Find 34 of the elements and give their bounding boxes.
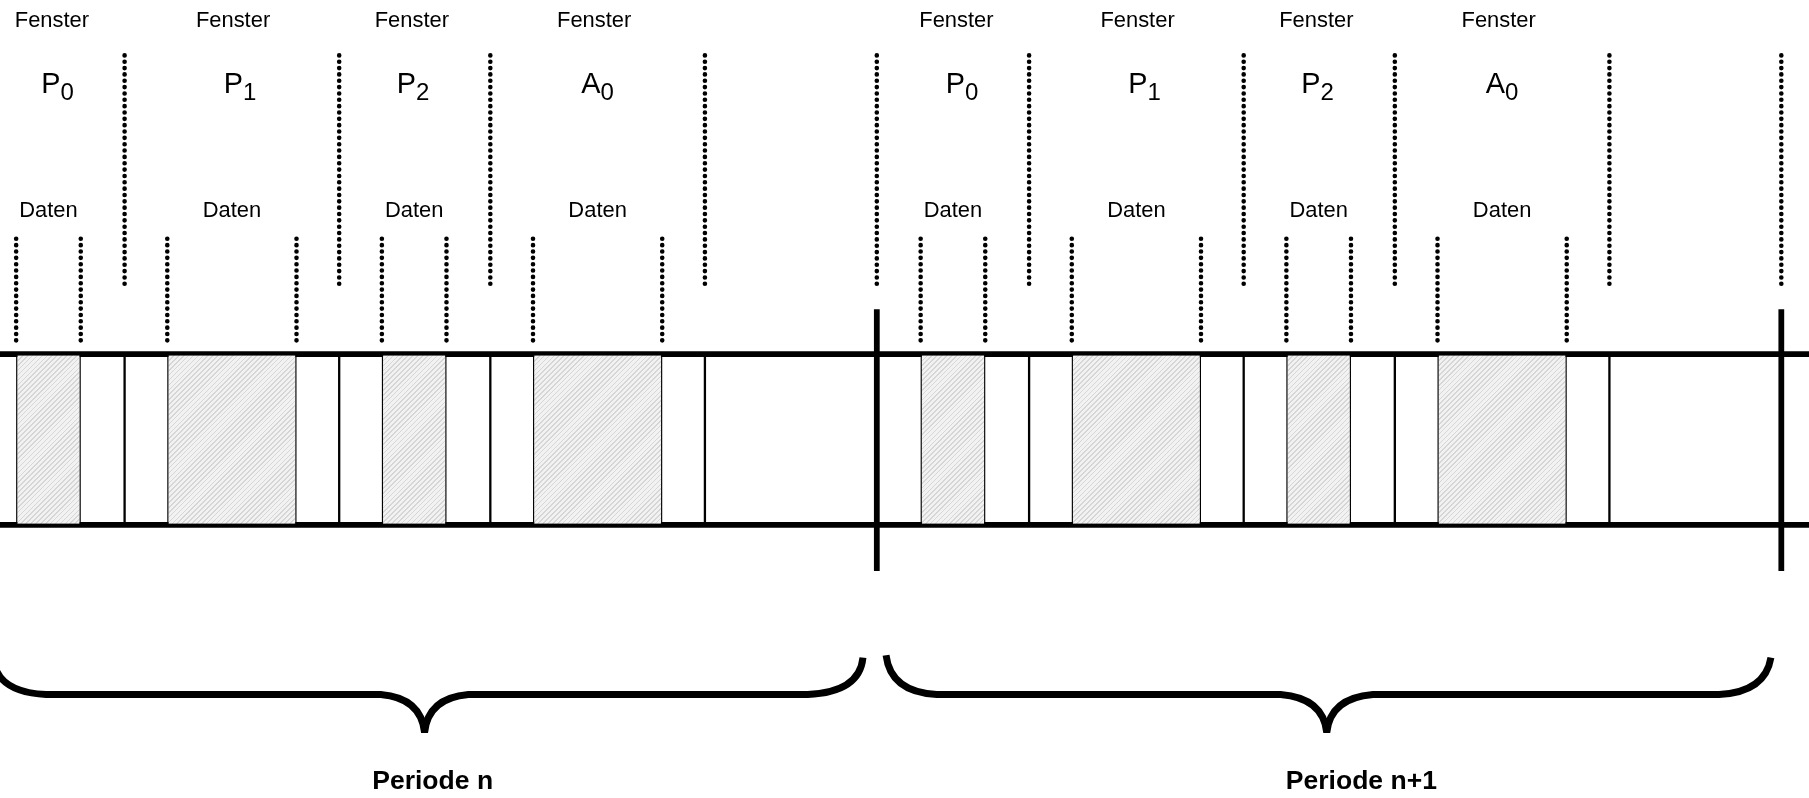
window-label: Fenster [1461, 6, 1536, 33]
window-name: P$_{1}$ [1128, 66, 1161, 107]
hatched-data-slot [381, 354, 447, 525]
window-name: A$_{0}$ [581, 66, 614, 107]
window-name: P$_{0}$ [945, 66, 979, 107]
window-label: Fenster [374, 6, 450, 33]
data-label: Daten [1107, 197, 1166, 223]
window-label: Fenster [1100, 6, 1175, 33]
hatched-data-slot [1071, 354, 1201, 525]
hatched-data-slot [920, 354, 986, 525]
hatched-data-slot [1286, 354, 1351, 525]
data-label: Daten [202, 197, 262, 223]
data-label: Daten [1472, 197, 1532, 223]
period-label: Periode n [372, 764, 494, 797]
hatched-data-slot [533, 354, 663, 525]
window-name: P$_{1}$ [223, 66, 257, 107]
hatched-data-slot [167, 354, 297, 525]
window-name: A$_{0}$ [1485, 66, 1519, 107]
window-label: Fenster [1279, 6, 1354, 33]
period-label: Periode n+1 [1285, 764, 1437, 797]
window-label: Fenster [14, 6, 90, 33]
data-label: Daten [568, 197, 627, 223]
data-label: Daten [384, 197, 444, 223]
window-label: Fenster [195, 6, 271, 33]
hatched-data-slot [1437, 354, 1567, 525]
hatched-data-slot [16, 354, 81, 525]
window-name: P$_{0}$ [41, 66, 74, 107]
window-name: P$_{2}$ [1301, 66, 1334, 107]
data-label: Daten [1289, 197, 1348, 223]
data-label: Daten [923, 197, 983, 223]
window-label: Fenster [919, 6, 994, 33]
window-name: P$_{2}$ [396, 66, 430, 107]
window-label: Fenster [557, 6, 632, 33]
data-label: Daten [19, 197, 78, 223]
